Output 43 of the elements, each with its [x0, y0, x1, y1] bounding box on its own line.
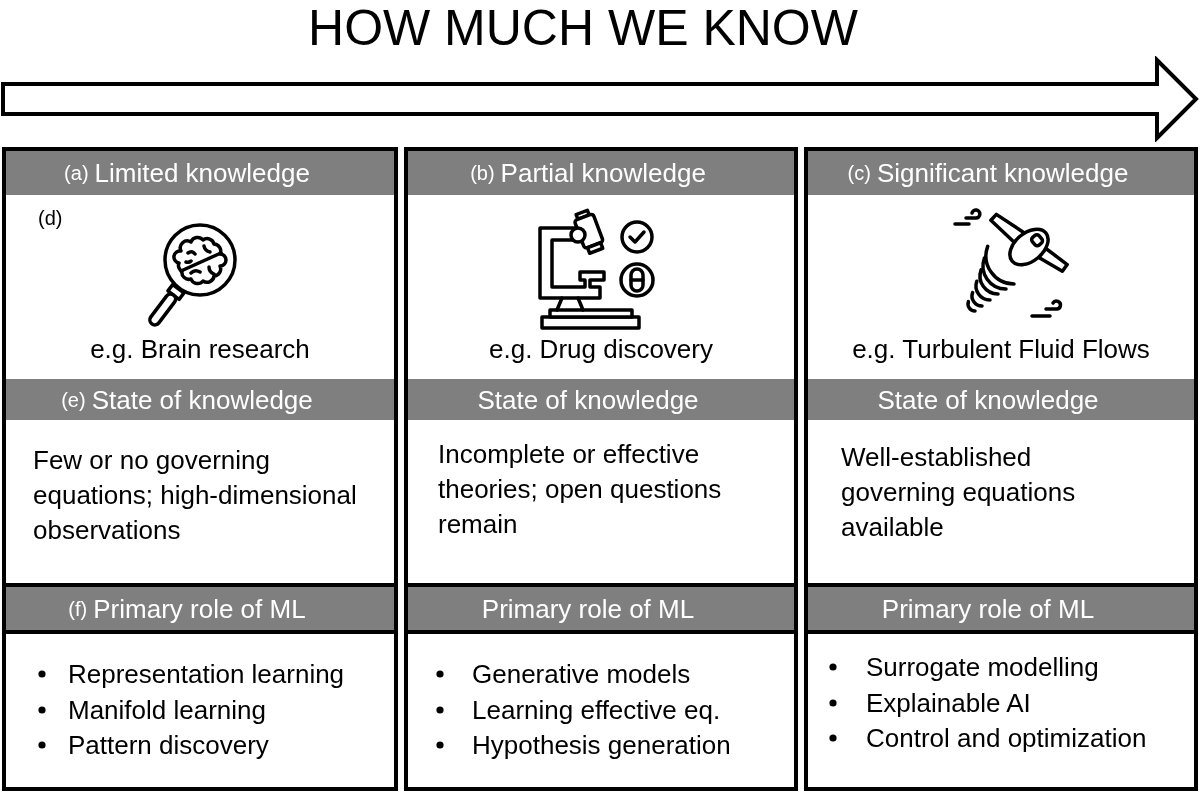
heading-text: State of knowledge: [877, 384, 1099, 415]
heading-bar: [808, 151, 1194, 195]
heading-text: Primary role of ML: [881, 593, 1095, 624]
list-item: Explainable AI: [866, 687, 1031, 718]
list-item: Generative models: [472, 659, 691, 689]
list-item: Surrogate modelling: [866, 652, 1099, 682]
panel-letter: (c): [847, 161, 871, 185]
heading-bar: [808, 379, 1194, 420]
heading-text: Primary role of ML: [481, 593, 695, 624]
column-panel: [804, 147, 1198, 791]
heading-bar: [6, 151, 394, 195]
heading-text: Primary role of ML: [93, 593, 306, 624]
list-item: Pattern discovery: [68, 730, 269, 760]
heading-bar: [408, 379, 794, 420]
list-item: Representation learning: [68, 659, 345, 689]
list-item: Hypothesis generation: [472, 730, 731, 760]
heading-text: Limited knowledge: [94, 158, 310, 188]
description-text: Few or no governing equations; high-dimensional observations: [33, 444, 358, 547]
heading-text: State of knowledge: [477, 384, 699, 415]
example-caption: e.g. Turbulent Fluid Flows: [852, 334, 1150, 364]
heading-bar: [808, 587, 1194, 630]
heading-bar: [6, 587, 394, 630]
description-text: Well-established governing equations available: [841, 441, 1077, 544]
heading-text: Partial knowledge: [500, 158, 706, 188]
example-caption: e.g. Drug discovery: [489, 334, 713, 364]
panel-letter: (f): [68, 596, 88, 621]
panel-letter: (e): [61, 387, 86, 412]
heading-bar: [6, 379, 394, 420]
column-panel: [404, 147, 798, 791]
column-panel: [2, 147, 398, 791]
description-text: Incomplete or effective theories; open questions remain: [438, 438, 723, 541]
diagram-title: HOW MUCH WE KNOW: [308, 0, 858, 56]
heading-bar: [408, 587, 794, 630]
heading-text: Significant knowledge: [876, 158, 1129, 188]
example-caption: e.g. Brain research: [90, 334, 310, 364]
heading-text: State of knowledge: [91, 384, 313, 415]
heading-bar: [408, 151, 794, 195]
list-item: Learning effective eq.: [472, 694, 721, 725]
panel-letter: (a): [64, 161, 89, 185]
panel-letter: (d): [38, 206, 63, 230]
list-item: Manifold learning: [68, 694, 266, 725]
panel-letter: (b): [470, 161, 495, 185]
list-item: Control and optimization: [866, 723, 1147, 753]
